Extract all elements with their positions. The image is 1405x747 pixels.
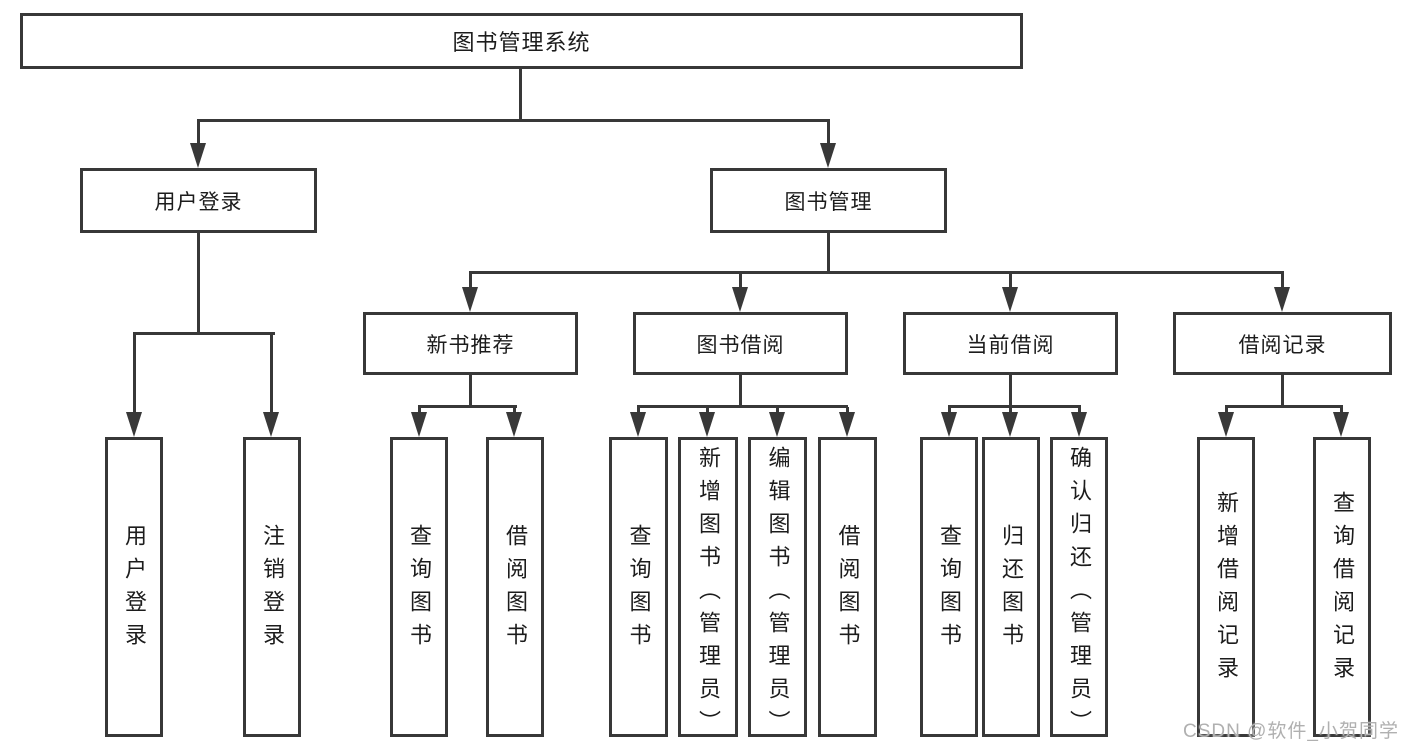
arrow-to-book-borrow	[732, 287, 748, 312]
arrow-to-leaf-logout	[263, 412, 279, 437]
leaf-record-query-borrow-record: 查询借阅记录	[1313, 437, 1371, 737]
arrow-to-borrow-record	[1274, 287, 1290, 312]
connector-user-leaves-horizontal	[133, 332, 275, 335]
connector-borrowrecord-leaf2-stem	[1340, 407, 1343, 413]
node-book-management: 图书管理	[710, 168, 947, 233]
connector-bookborrow-down	[739, 375, 742, 407]
connector-newbook-leaf2-stem	[513, 407, 516, 413]
leaf-newbook-borrow-books: 借阅图书	[486, 437, 544, 737]
connector-borrowrecord-leaf1-stem	[1225, 407, 1228, 413]
connector-currentborrow-leaf1-stem	[948, 407, 951, 413]
node-book-borrow: 图书借阅	[633, 312, 848, 375]
connector-currentborrow-down	[1009, 375, 1012, 407]
connector-user-login-down	[197, 233, 200, 334]
connector-borrowrecord-down	[1281, 375, 1284, 407]
leaf-borrow-query-books: 查询图书	[609, 437, 668, 737]
connector-bookborrow-leaf3-stem	[776, 407, 779, 413]
leaf-current-confirm-return-admin: 确认归还（管理员）	[1050, 437, 1108, 743]
connector-user-leaf1-stem	[133, 334, 136, 412]
arrow-to-current-borrow	[1002, 287, 1018, 312]
leaf-user-login: 用户登录	[105, 437, 163, 737]
node-user-login: 用户登录	[80, 168, 317, 233]
connector-newbook-leaves-horizontal	[418, 405, 517, 408]
leaf-borrow-borrow-books: 借阅图书	[818, 437, 877, 737]
connector-currentborrow-stem	[1009, 273, 1012, 288]
arrow-to-currentborrow-leaf3	[1071, 412, 1087, 437]
arrow-to-borrowrecord-leaf2	[1333, 412, 1349, 437]
arrow-to-currentborrow-leaf1	[941, 412, 957, 437]
leaf-borrow-edit-books-admin: 编辑图书（管理员）	[748, 437, 807, 743]
connector-level3-horizontal	[469, 271, 1284, 274]
connector-currentborrow-leaves-horizontal	[948, 405, 1081, 408]
node-library-management-system: 图书管理系统	[20, 13, 1023, 69]
arrow-to-user-login	[190, 143, 206, 168]
connector-currentborrow-leaf3-stem	[1078, 407, 1081, 413]
arrow-to-bookborrow-leaf1	[630, 412, 646, 437]
connector-bookborrow-leaf2-stem	[706, 407, 709, 413]
arrow-to-bookborrow-leaf2	[699, 412, 715, 437]
connector-borrowrecord-leaves-horizontal	[1225, 405, 1343, 408]
connector-root-down	[519, 69, 522, 121]
connector-level2-horizontal	[197, 119, 830, 122]
node-borrow-record: 借阅记录	[1173, 312, 1392, 375]
connector-bookborrow-leaf1-stem	[637, 407, 640, 413]
arrow-to-currentborrow-leaf2	[1002, 412, 1018, 437]
arrow-to-book-mgmt	[820, 143, 836, 168]
leaf-current-query-books: 查询图书	[920, 437, 978, 737]
connector-user-leaf2-stem	[270, 334, 273, 412]
leaf-current-return-books: 归还图书	[982, 437, 1040, 737]
connector-bookborrow-leaf4-stem	[846, 407, 849, 413]
connector-newbook-leaf1-stem	[418, 407, 421, 413]
connector-newbook-stem	[469, 273, 472, 288]
connector-currentborrow-leaf2-stem	[1009, 407, 1012, 413]
arrow-to-new-book	[462, 287, 478, 312]
arrow-to-newbook-leaf2	[506, 412, 522, 437]
connector-book-mgmt-stem	[827, 121, 830, 147]
arrow-to-bookborrow-leaf4	[839, 412, 855, 437]
leaf-record-add-borrow-record: 新增借阅记录	[1197, 437, 1255, 737]
leaf-borrow-add-books-admin: 新增图书（管理员）	[678, 437, 738, 743]
node-new-book-recommend: 新书推荐	[363, 312, 578, 375]
arrow-to-bookborrow-leaf3	[769, 412, 785, 437]
arrow-to-newbook-leaf1	[411, 412, 427, 437]
connector-borrowrecord-stem	[1281, 273, 1284, 288]
arrow-to-leaf-user-login	[126, 412, 142, 437]
connector-newbook-down	[469, 375, 472, 407]
arrow-to-borrowrecord-leaf1	[1218, 412, 1234, 437]
leaf-logout: 注销登录	[243, 437, 301, 737]
csdn-watermark: CSDN @软件_小贺同学	[1183, 721, 1399, 742]
connector-bookborrow-stem	[739, 273, 742, 288]
leaf-newbook-query-books: 查询图书	[390, 437, 448, 737]
node-current-borrow: 当前借阅	[903, 312, 1118, 375]
connector-book-mgmt-down	[827, 233, 830, 274]
connector-user-login-stem	[197, 121, 200, 147]
connector-bookborrow-leaves-horizontal	[637, 405, 848, 408]
